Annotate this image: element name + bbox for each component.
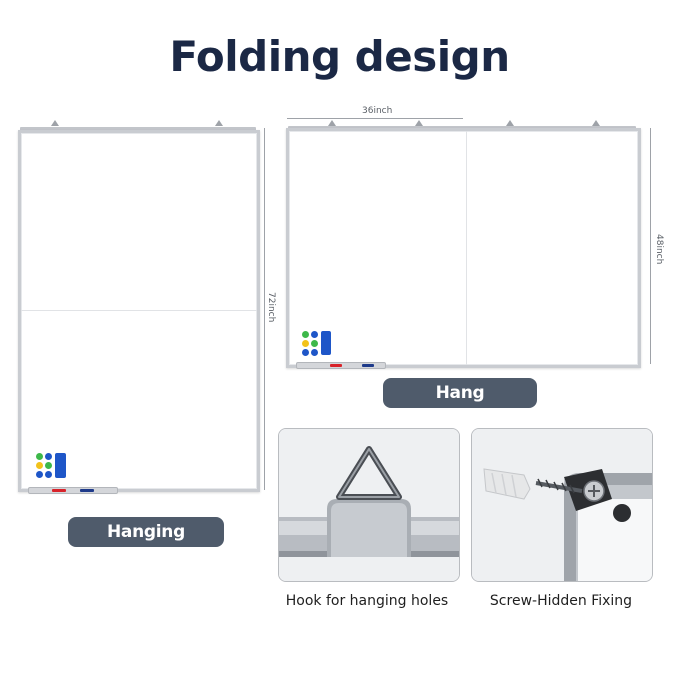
red-marker-icon <box>330 364 342 367</box>
height-dimension-label: 48inch <box>654 234 664 265</box>
hanging-hook-icon <box>51 120 59 126</box>
hanging-hook-icon <box>415 120 423 126</box>
page-title: Folding design <box>169 32 510 81</box>
whiteboard-horizontal <box>286 128 641 368</box>
hanging-vertically-badge: Hanging vertically <box>68 517 224 572</box>
height-dimension-line <box>264 128 265 490</box>
whiteboard-vertical <box>18 130 260 492</box>
height-dimension-line <box>650 128 651 364</box>
screw-caption: Screw-Hidden Fixing <box>489 593 633 609</box>
marker-tray <box>28 487 118 494</box>
blue-marker-icon <box>362 364 374 367</box>
screw-detail-photo <box>471 428 653 582</box>
height-dimension-label: 72inch <box>266 292 276 323</box>
hanging-hook-icon <box>328 120 336 126</box>
hook-caption: Hook for hanging holes <box>285 593 449 609</box>
hook-icon <box>279 429 459 581</box>
screw-icon <box>472 429 652 581</box>
fold-line <box>466 131 467 365</box>
blue-marker-icon <box>80 489 94 492</box>
eraser-icon <box>55 453 66 478</box>
hanging-hook-icon <box>506 120 514 126</box>
hanging-hook-icon <box>215 120 223 126</box>
hanging-rail <box>20 127 256 131</box>
width-dimension-line <box>287 118 463 119</box>
fold-line <box>21 310 257 311</box>
red-marker-icon <box>52 489 66 492</box>
hang-horizontally-badge: Hang horizontally <box>383 378 537 433</box>
width-dimension-label: 36inch <box>362 106 393 116</box>
eraser-icon <box>321 331 331 355</box>
hook-detail-photo <box>278 428 460 582</box>
hanging-hook-icon <box>592 120 600 126</box>
